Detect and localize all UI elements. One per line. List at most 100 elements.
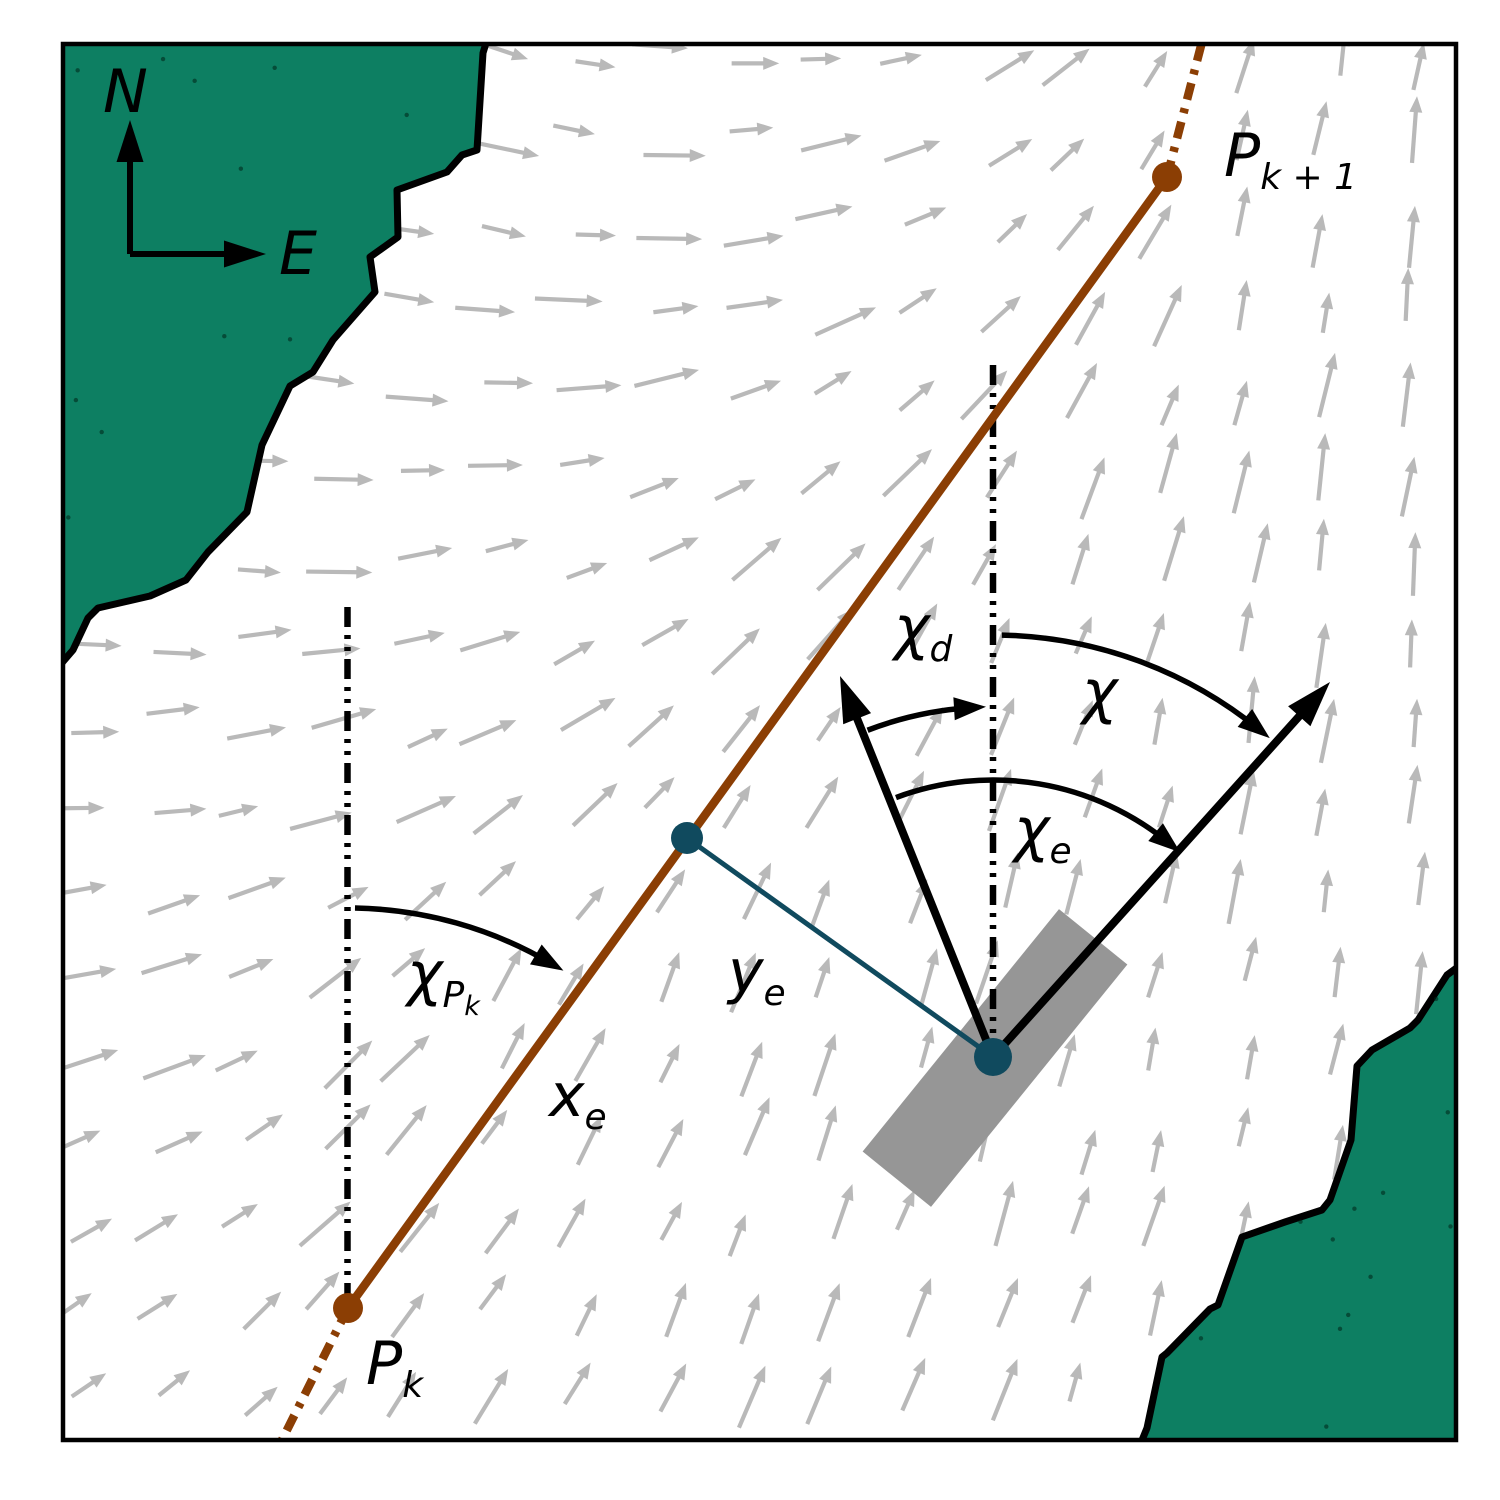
vehicle-position-dot	[974, 1038, 1012, 1076]
current-arrow	[730, 379, 781, 401]
current-arrow	[1234, 109, 1251, 161]
current-arrow	[659, 952, 680, 1003]
current-arrow	[243, 1386, 278, 1417]
current-arrow	[476, 140, 540, 160]
current-arrow	[393, 629, 445, 646]
current-arrow	[993, 1180, 1016, 1247]
current-arrow	[636, 232, 703, 246]
current-arrow	[153, 647, 207, 661]
current-arrow	[1137, 204, 1172, 260]
current-arrow	[984, 50, 1035, 82]
frame-border	[60, 41, 1459, 1443]
current-arrow	[63, 881, 107, 895]
current-arrow	[726, 295, 783, 310]
current-arrow	[534, 294, 603, 308]
current-arrow	[226, 723, 287, 741]
current-arrow	[384, 291, 435, 306]
current-arrow	[306, 565, 373, 579]
current-arrow	[742, 1097, 770, 1156]
current-arrow	[904, 207, 947, 227]
current-arrow	[739, 1041, 763, 1098]
current-arrow	[308, 957, 362, 1000]
current-arrow	[573, 1028, 606, 1083]
guidance-geometry	[354, 632, 1330, 1076]
course-over-ground-arrow	[990, 682, 1330, 1060]
current-arrow	[455, 304, 516, 318]
current-arrow	[816, 543, 866, 592]
current-arrow	[390, 1293, 425, 1339]
course-angle-label: χ	[1082, 657, 1118, 727]
current-arrow	[1411, 44, 1427, 91]
current-arrow	[1416, 851, 1430, 906]
current-arrow	[1158, 432, 1179, 494]
current-arrow	[794, 203, 853, 222]
current-arrow	[918, 948, 939, 1008]
current-arrow	[478, 1274, 507, 1311]
current-arrow	[481, 224, 526, 240]
chi-pk-arc	[354, 905, 564, 971]
current-arrow	[1406, 205, 1420, 268]
current-arrow	[136, 1293, 178, 1321]
current-arrow	[400, 463, 446, 477]
current-arrow	[629, 477, 679, 500]
waypoint-k1-label: Pk + 1	[1224, 121, 1357, 198]
current-arrow	[816, 1105, 838, 1162]
current-arrow	[458, 720, 517, 747]
current-arrow	[1070, 533, 1090, 586]
current-arrow	[1332, 1124, 1347, 1180]
current-arrow	[1067, 1362, 1083, 1403]
current-arrow	[562, 1362, 591, 1406]
current-arrow	[900, 1357, 926, 1412]
current-arrow	[1314, 788, 1329, 837]
course-error-angle-label: χe	[1014, 795, 1072, 872]
current-arrow	[658, 1044, 680, 1084]
current-arrow	[571, 783, 618, 828]
current-arrow	[727, 1214, 746, 1257]
current-arrow	[214, 1050, 258, 1073]
current-arrow	[575, 228, 616, 242]
current-arrow	[971, 544, 997, 586]
current-arrow	[485, 537, 529, 554]
current-arrow	[1236, 279, 1251, 331]
current-arrow	[1332, 946, 1346, 998]
current-arrow	[398, 1202, 440, 1254]
current-arrow	[1399, 456, 1418, 517]
previous-leg-dashed	[277, 1306, 352, 1440]
current-arrow	[641, 618, 689, 647]
current-arrow	[298, 1201, 351, 1248]
land-northwest	[63, 44, 490, 700]
current-arrow	[1408, 532, 1422, 596]
current-arrow	[664, 1282, 687, 1338]
current-arrow	[1234, 44, 1256, 94]
current-arrow	[385, 393, 449, 407]
current-arrow	[302, 643, 361, 657]
current-arrow	[879, 51, 922, 66]
current-arrow	[1327, 1023, 1346, 1076]
current-arrow	[722, 785, 751, 830]
land-southeast	[1138, 963, 1456, 1440]
current-arrow	[1316, 433, 1331, 501]
current-arrow	[800, 461, 841, 496]
current-arrow	[627, 705, 674, 748]
current-arrow	[883, 140, 941, 163]
current-arrow	[575, 886, 605, 921]
current-arrow	[559, 697, 616, 732]
current-arrow	[480, 1109, 508, 1145]
current-arrow	[1079, 457, 1105, 520]
current-arrow	[478, 861, 517, 897]
ocean-current-field	[63, 44, 1435, 1429]
current-arrow	[985, 450, 1017, 499]
current-arrow	[804, 776, 839, 829]
current-path-leg	[344, 174, 1171, 1311]
current-arrow	[633, 367, 699, 388]
current-arrow	[1079, 1129, 1097, 1176]
current-arrow	[1400, 362, 1416, 428]
current-arrow	[1074, 291, 1106, 346]
current-arrow	[1317, 352, 1338, 418]
cross-track-error-label: ye	[728, 937, 786, 1014]
current-arrow	[729, 122, 774, 136]
current-arrow	[723, 231, 784, 248]
current-arrow	[812, 1033, 837, 1097]
current-arrow	[557, 963, 584, 1006]
